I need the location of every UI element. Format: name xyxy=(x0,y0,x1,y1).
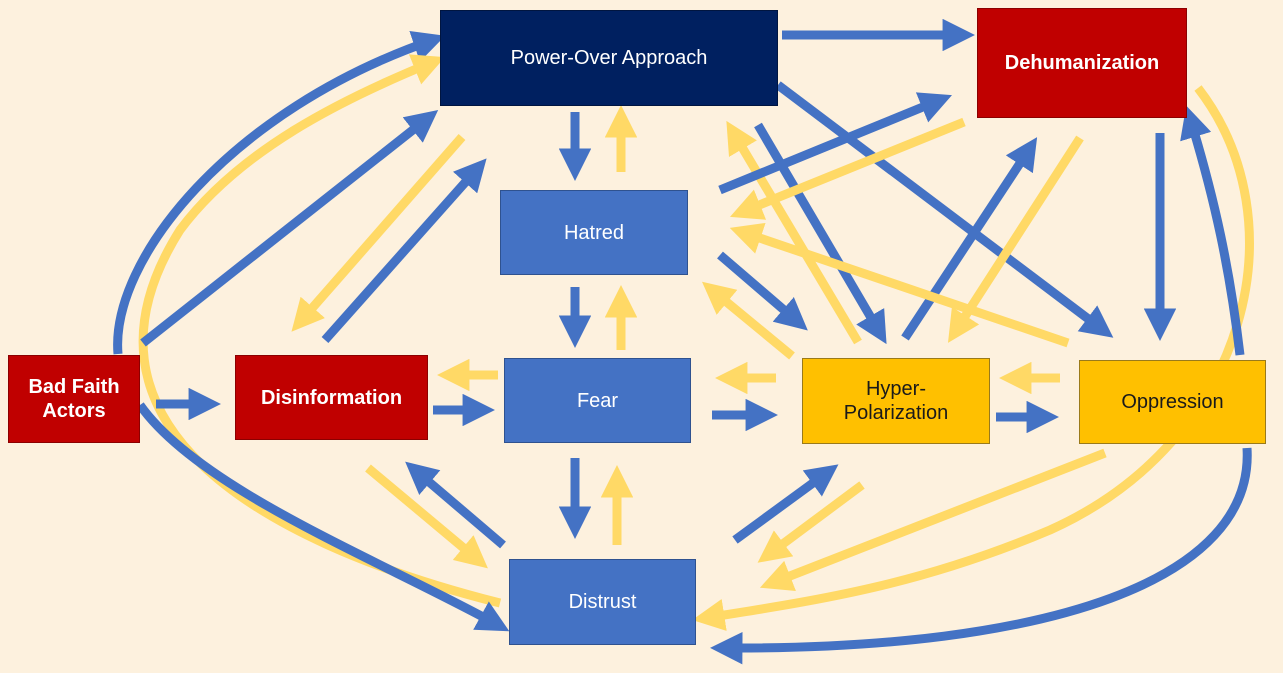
arrow-hyperpolarization-dehumanization xyxy=(901,137,1038,341)
arrow-disinformation-distrust xyxy=(365,464,488,569)
node-oppression-label: Oppression xyxy=(1121,391,1224,413)
node-distrust-label: Distrust xyxy=(568,591,637,613)
node-disinformation-label: Disinformation xyxy=(260,386,403,409)
arrow-distrust-powerover-curve xyxy=(138,54,502,608)
arrow-badfaith-powerover-curve xyxy=(113,31,446,355)
arrow-hyperpolarization-hatred xyxy=(702,281,795,360)
arrow-oppression-hatred xyxy=(729,222,1070,348)
node-hyper-polarization[interactable]: Hyper- Polarization xyxy=(802,358,990,444)
arrow-hyperpolarization-distrust xyxy=(757,481,865,563)
node-distrust[interactable]: Distrust xyxy=(509,559,696,645)
arrow-distrust-hyperpolarization xyxy=(732,464,839,544)
node-fear[interactable]: Fear xyxy=(504,358,691,443)
arrow-oppression-distrust-curve xyxy=(710,447,1252,665)
arrow-powerover-oppression xyxy=(775,81,1114,338)
arrow-badfaith-distrust-curve xyxy=(136,402,510,632)
node-dehumanization[interactable]: Dehumanization xyxy=(977,8,1187,118)
node-power-over-approach[interactable]: Power-Over Approach xyxy=(440,10,778,106)
arrow-distrust-disinformation xyxy=(405,461,506,549)
node-power-over-approach-label: Power-Over Approach xyxy=(510,47,708,69)
node-fear-label: Fear xyxy=(576,389,619,412)
arrow-dehumanization-distrust-curve xyxy=(692,85,1254,631)
node-bad-faith-actors-label: Bad Faith Actors xyxy=(28,376,120,422)
arrow-dehumanization-hyperpolarization xyxy=(947,135,1084,343)
node-dehumanization-label: Dehumanization xyxy=(1004,52,1160,74)
arrow-hatred-hyperpolarization xyxy=(717,251,808,331)
arrow-dehumanization-hatred xyxy=(729,117,966,220)
arrow-powerover-hyperpolarization xyxy=(754,122,887,345)
node-bad-faith-actors[interactable]: Bad Faith Actors xyxy=(8,355,140,443)
arrow-powerover-disinformation xyxy=(291,134,466,332)
arrow-oppression-distrust xyxy=(759,448,1107,592)
node-disinformation[interactable]: Disinformation xyxy=(235,355,428,440)
arrow-hatred-dehumanization xyxy=(718,92,952,195)
node-hatred-label: Hatred xyxy=(563,221,625,244)
arrow-disinformation-powerover xyxy=(321,158,487,343)
node-hyper-polarization-label: Hyper- Polarization xyxy=(843,378,949,424)
arrow-oppression-dehumanization-curve xyxy=(1180,105,1245,356)
node-hatred[interactable]: Hatred xyxy=(500,190,688,275)
arrow-hyperpolarization-powerover xyxy=(726,120,862,345)
node-oppression[interactable]: Oppression xyxy=(1079,360,1266,444)
arrow-badfaith-powerover xyxy=(140,109,439,347)
